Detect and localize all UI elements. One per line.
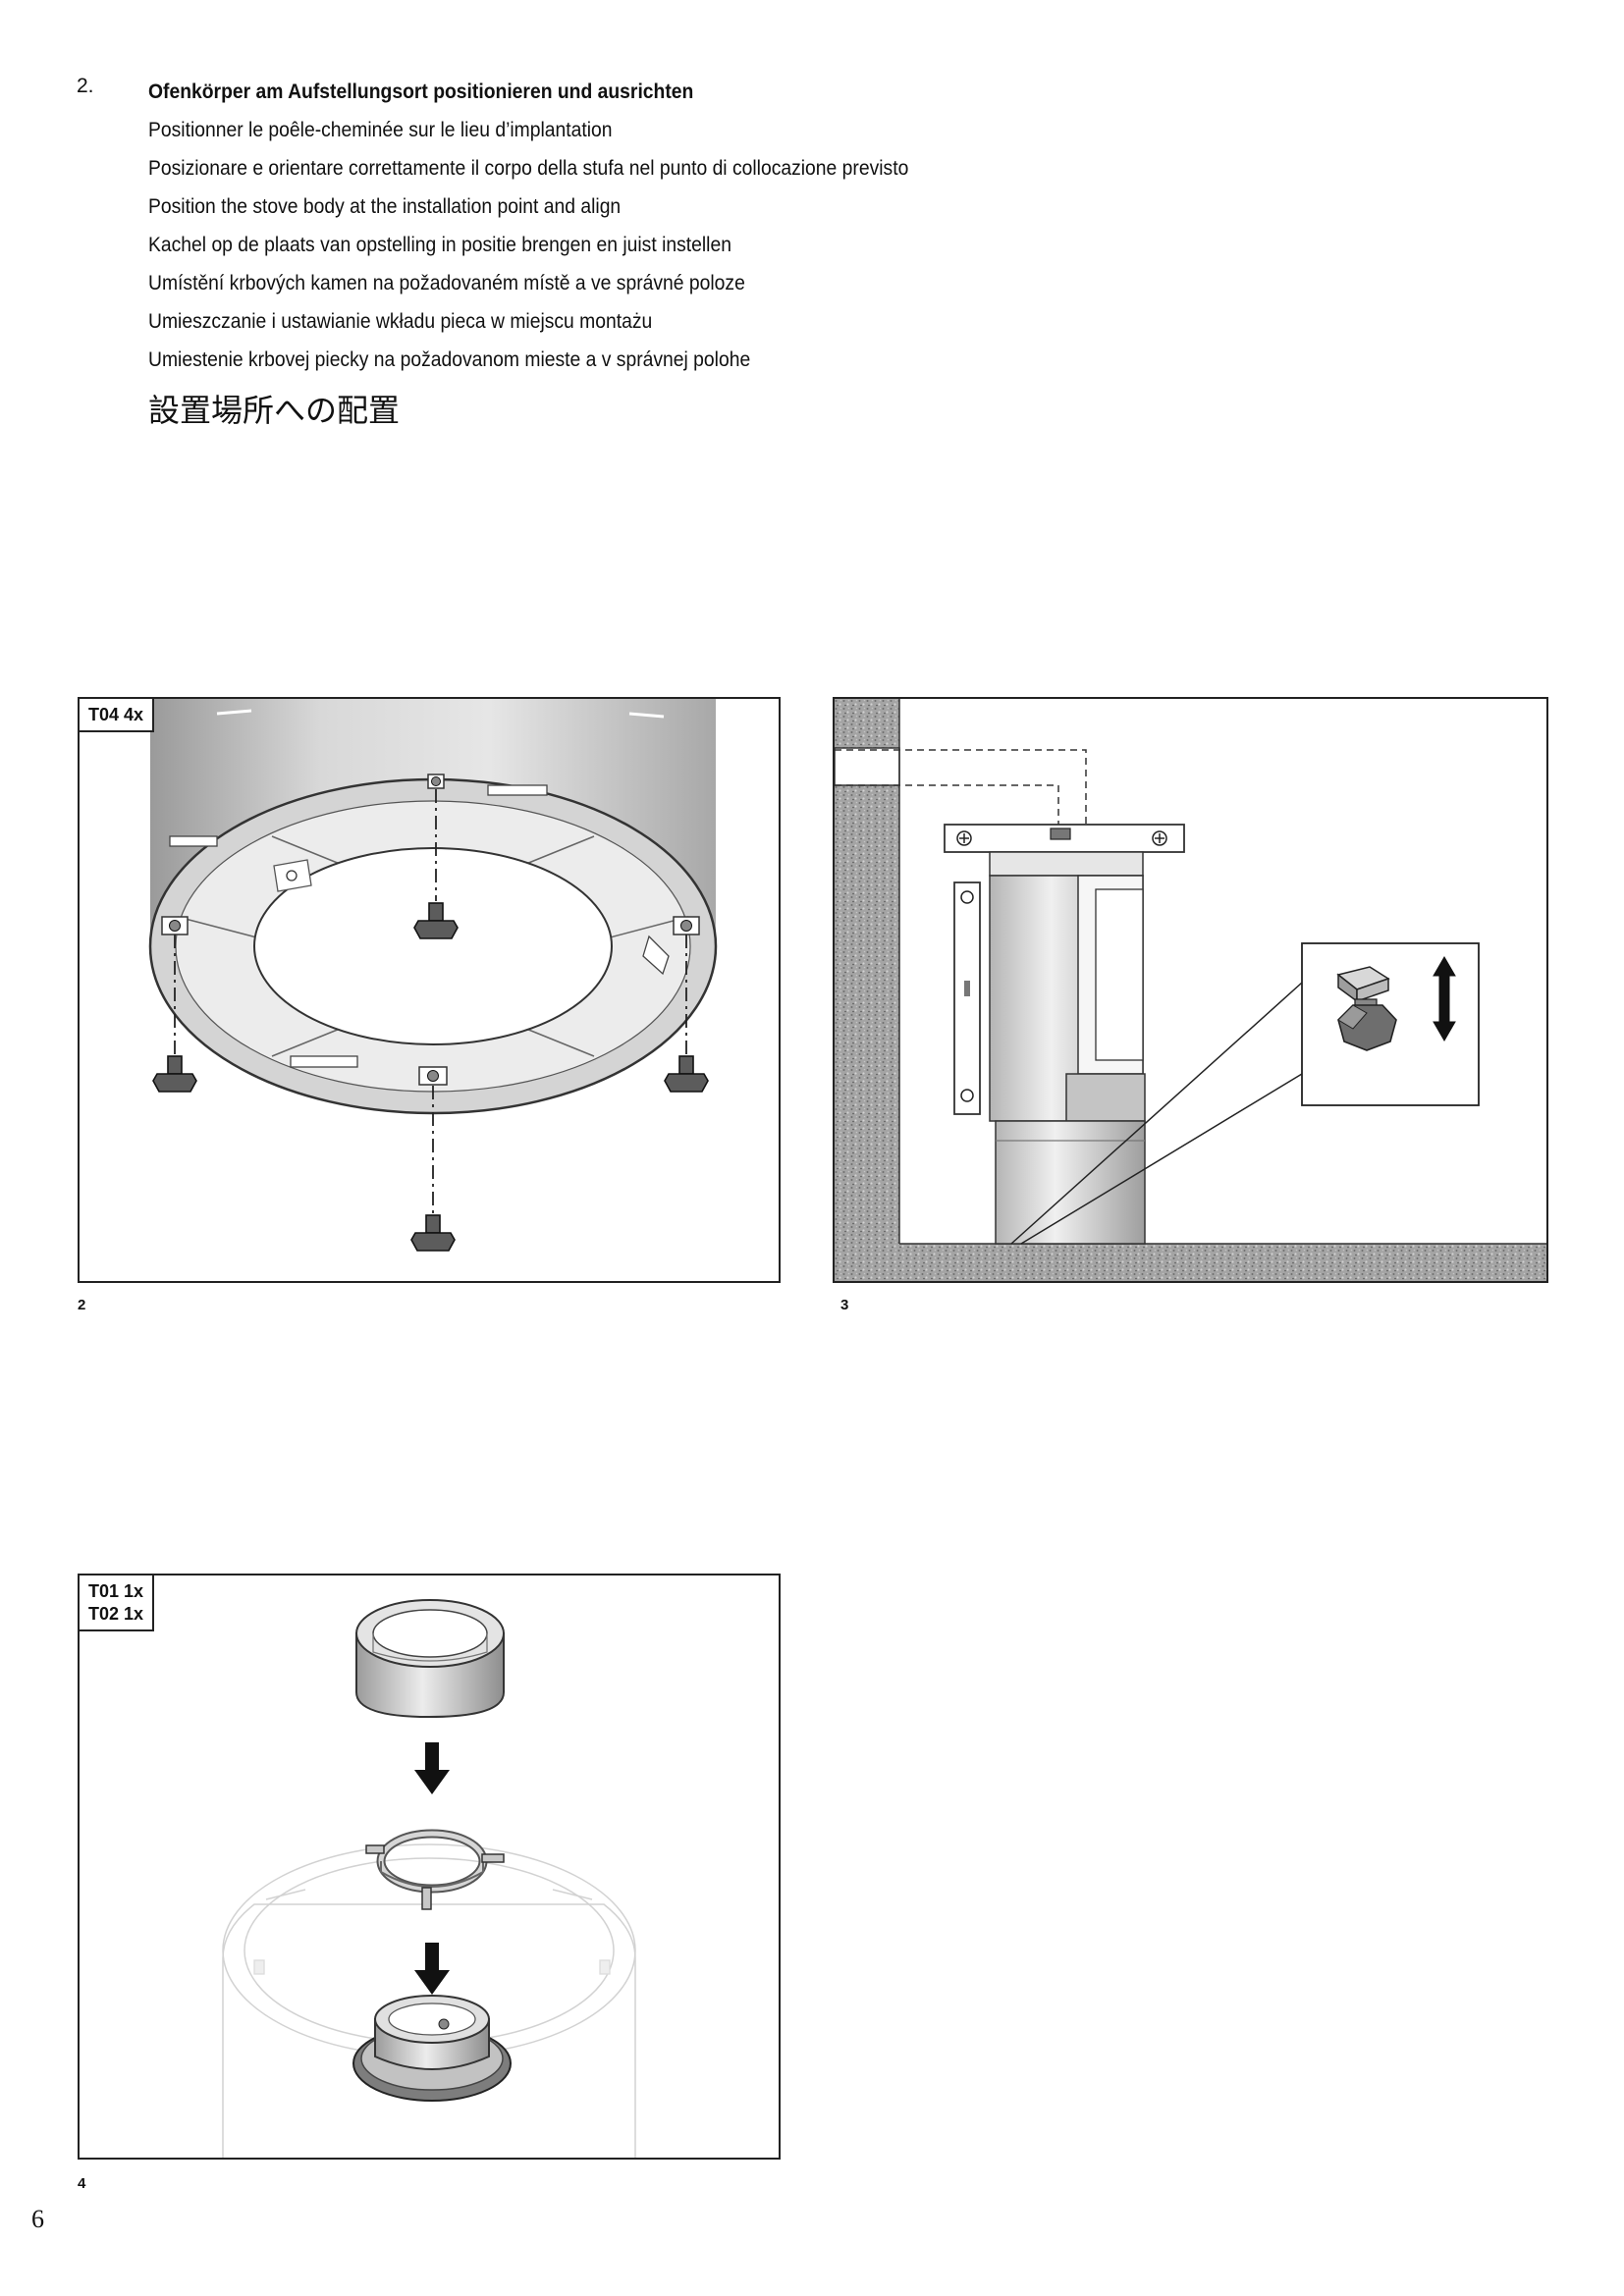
figure-2-caption: 2 bbox=[78, 1297, 86, 1313]
levelling-illustration bbox=[835, 699, 1546, 1281]
flue-collar-assembly-illustration bbox=[222, 1599, 636, 2158]
figure-3-caption: 3 bbox=[840, 1297, 849, 1313]
instruction-line-en: Position the stove body at the installat… bbox=[148, 195, 622, 218]
figure-2-panel: T04 4x bbox=[78, 697, 781, 1283]
figure-2-parts-label: T04 4x bbox=[80, 699, 155, 732]
instruction-line-it: Posizionare e orientare correttamente il… bbox=[148, 157, 909, 180]
figure-4-caption: 4 bbox=[78, 2175, 86, 2192]
instruction-line-cs: Umístění krbových kamen na požadovaném m… bbox=[148, 272, 745, 294]
step-title: Ofenkörper am Aufstellungsort positionie… bbox=[148, 80, 694, 103]
step-number: 2. bbox=[77, 75, 94, 97]
instruction-line-ja: 設置場所への配置 bbox=[148, 392, 401, 429]
part-t01: T01 1x bbox=[88, 1581, 144, 1601]
instruction-line-sk: Umiestenie krbovej piecky na požadovanom… bbox=[148, 348, 751, 371]
stove-base-feet-illustration bbox=[148, 699, 718, 1252]
figure-4-parts-label: T01 1x T02 1x bbox=[80, 1575, 155, 1631]
instruction-list: Ofenkörper am Aufstellungsort positionie… bbox=[148, 73, 975, 379]
instruction-line-pl: Umieszczanie i ustawianie wkładu pieca w… bbox=[148, 310, 653, 333]
instruction-line-fr: Positionner le poêle-cheminée sur le lie… bbox=[148, 119, 613, 141]
part-t04: T04 4x bbox=[88, 705, 144, 724]
figure-4-panel: T01 1x T02 1x bbox=[78, 1574, 781, 2160]
figure-3-panel bbox=[833, 697, 1548, 1283]
part-t02: T02 1x bbox=[88, 1604, 144, 1624]
page-number: 6 bbox=[31, 2205, 44, 2233]
instruction-line-nl: Kachel op de plaats van opstelling in po… bbox=[148, 234, 731, 256]
